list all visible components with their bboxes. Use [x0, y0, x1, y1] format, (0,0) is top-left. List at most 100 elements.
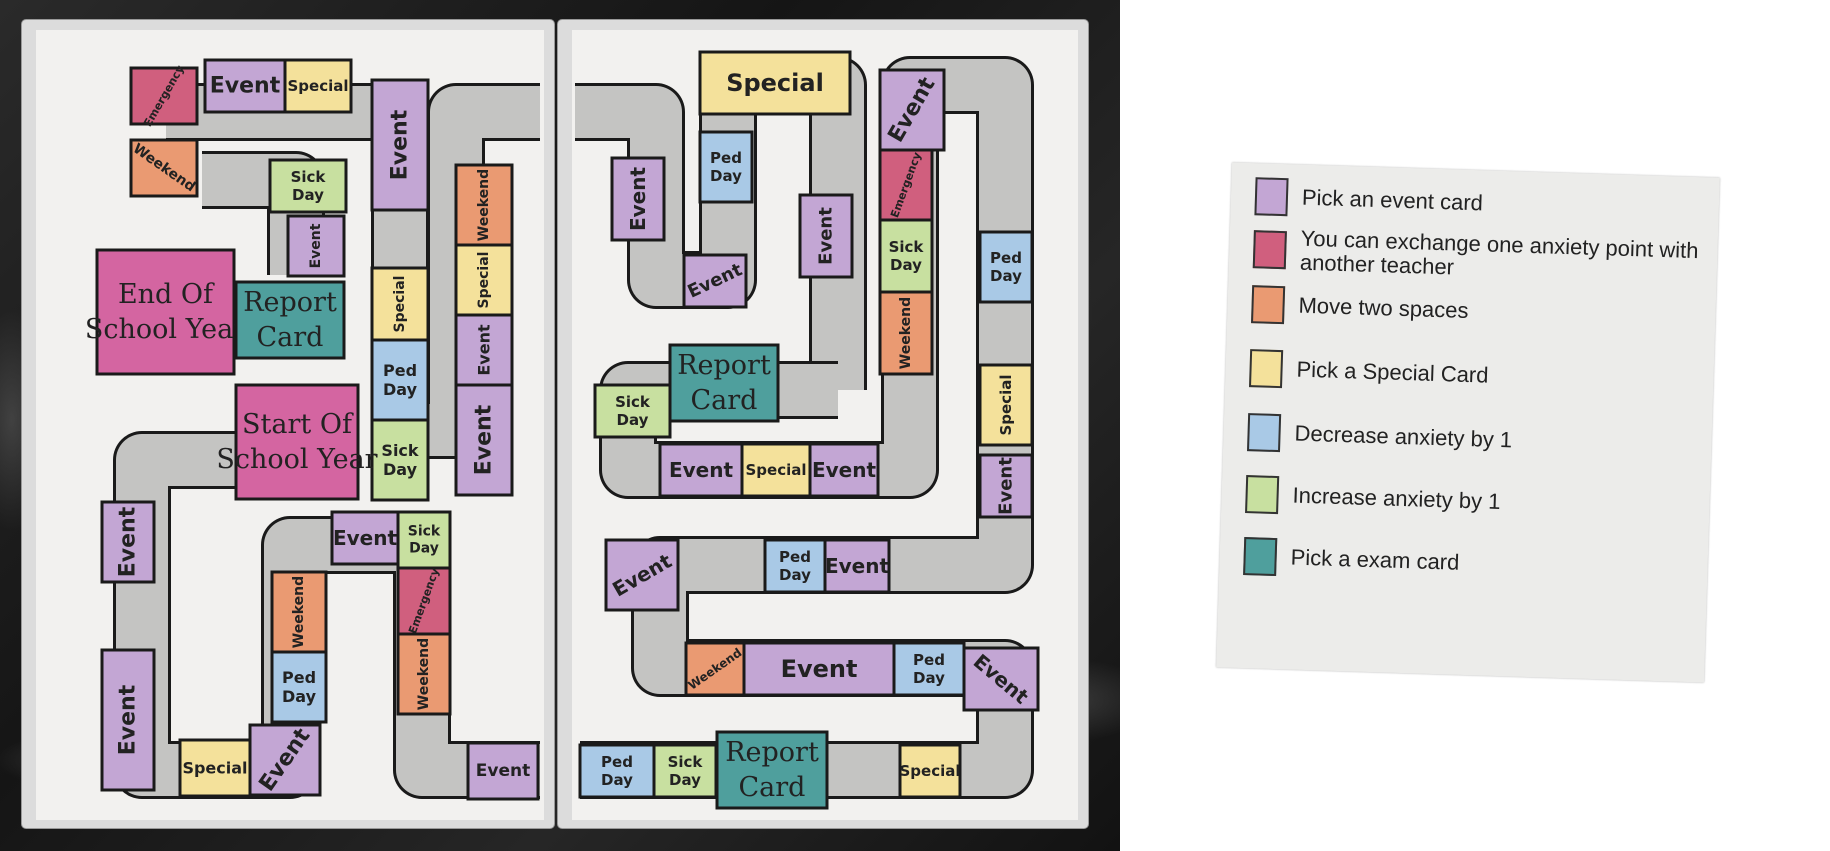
- space-label: Event: [816, 207, 837, 265]
- block-label: End Of: [118, 279, 215, 310]
- block-label: School Year: [216, 444, 377, 475]
- space-label: Day: [890, 256, 922, 274]
- space-event: Event: [466, 741, 540, 801]
- space-label: Event: [825, 554, 890, 578]
- space-label: Event: [669, 458, 734, 482]
- space-special: Special: [283, 58, 353, 114]
- space-label: Day: [282, 687, 317, 706]
- space-label: Event: [626, 167, 650, 232]
- space-label: Day: [409, 540, 439, 556]
- space-weekend: Weekend: [878, 290, 934, 376]
- space-label: Day: [601, 771, 633, 789]
- space-label: Day: [292, 186, 324, 204]
- space-label: Sick: [668, 753, 704, 771]
- legend-item: Pick a exam card: [1243, 537, 1691, 589]
- legend-swatch: [1243, 537, 1278, 577]
- legend-text: Increase anxiety by 1: [1292, 482, 1501, 515]
- space-label: Day: [710, 167, 742, 185]
- space-label: Day: [913, 669, 945, 687]
- space-event: Event: [808, 442, 880, 498]
- space-label: Event: [472, 404, 497, 475]
- block-label: Report: [677, 350, 771, 381]
- space-label: Event: [116, 684, 141, 755]
- space-weekend: Weekend: [270, 570, 328, 654]
- space-event: Event: [203, 58, 287, 114]
- legend-text: Pick an event card: [1301, 184, 1484, 216]
- space-event: Event: [248, 723, 322, 797]
- space-label: Ped: [383, 361, 417, 380]
- space-event: Event: [604, 538, 680, 612]
- legend-text: You can exchange one anxiety point with …: [1299, 225, 1699, 280]
- space-label: Special: [899, 762, 960, 780]
- block-label: Report: [243, 287, 337, 318]
- space-label: Weekend: [898, 297, 914, 369]
- space-event: Event: [682, 253, 748, 309]
- space-label: Ped: [601, 753, 633, 771]
- space-label: Sick: [381, 441, 418, 460]
- space-label: Event: [210, 74, 281, 99]
- track-segment: [116, 434, 540, 796]
- space-label: Special: [287, 77, 348, 95]
- legend-swatch: [1245, 475, 1280, 515]
- space-label: Ped: [282, 668, 316, 687]
- space-special: Special: [454, 243, 514, 317]
- legend-swatch: [1254, 177, 1289, 217]
- space-label: Day: [990, 267, 1022, 285]
- space-special: Special: [178, 738, 252, 798]
- block-label: School Year: [85, 314, 246, 345]
- space-special: Special: [370, 266, 430, 342]
- space-label: Event: [476, 761, 530, 781]
- space-label: Sick: [291, 168, 327, 186]
- legend-item: Pick an event card: [1254, 177, 1702, 229]
- space-label: Event: [996, 457, 1017, 515]
- space-label: Sick: [615, 393, 651, 411]
- space-weekend: Weekend: [454, 163, 514, 247]
- space-weekend: Weekend: [129, 138, 199, 198]
- space-event: Event: [878, 68, 946, 152]
- legend-item: Move two spaces: [1251, 285, 1699, 337]
- space-label: Sick: [889, 238, 925, 256]
- space-label: Special: [476, 252, 492, 309]
- space-label: Ped: [779, 548, 811, 566]
- legend-item: You can exchange one anxiety point with …: [1252, 225, 1701, 287]
- block-label: Card: [691, 385, 758, 416]
- space-label: Event: [333, 526, 398, 550]
- block-label: Card: [257, 322, 324, 353]
- block-label: Report: [725, 737, 819, 768]
- space-label: Day: [383, 460, 418, 479]
- space-weekend: Weekend: [396, 632, 452, 716]
- legend-swatch: [1252, 230, 1287, 270]
- end-of-school-year-block: End Of School Year: [85, 248, 246, 376]
- legend-text: Decrease anxiety by 1: [1294, 420, 1513, 453]
- space-label: Event: [812, 458, 877, 482]
- space-label: Weekend: [476, 169, 492, 241]
- space-emergency: Emergency: [878, 148, 934, 222]
- space-emergency: Emergency: [396, 566, 452, 636]
- space-special: Special: [698, 50, 852, 116]
- space-label: Special: [997, 374, 1015, 435]
- space-label: Weekend: [416, 638, 432, 710]
- space-label: Special: [726, 69, 824, 97]
- space-label: Weekend: [291, 576, 307, 648]
- space-event: Event: [330, 510, 400, 566]
- space-special: Special: [978, 363, 1034, 447]
- space-emergency: Emergency: [129, 63, 199, 129]
- space-event: Event: [610, 156, 666, 242]
- space-label: Event: [116, 506, 141, 577]
- legend-swatch: [1246, 413, 1282, 453]
- space-label: Ped: [990, 249, 1022, 267]
- space-event: Event: [962, 646, 1040, 712]
- legend-text: Move two spaces: [1298, 292, 1469, 323]
- space-event: Event: [100, 648, 156, 792]
- legend-swatch: [1249, 349, 1284, 389]
